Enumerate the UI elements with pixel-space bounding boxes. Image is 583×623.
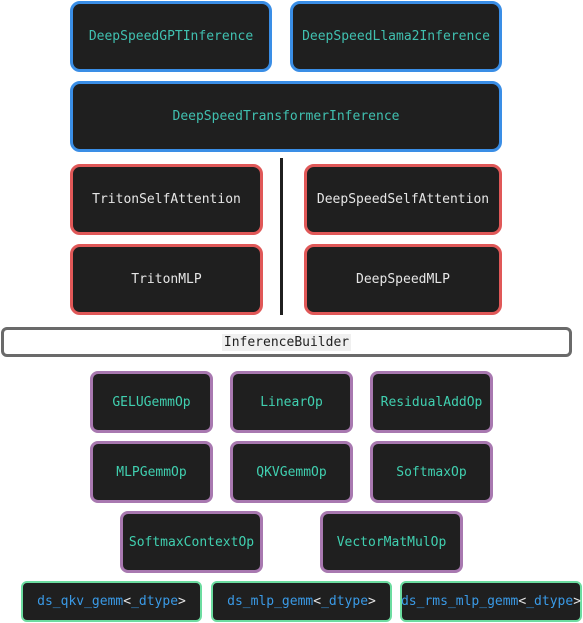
node-label: SoftmaxContextOp: [128, 534, 255, 550]
kernel-label: ds_mlp_gemm<_dtype>: [227, 594, 376, 609]
node-label: LinearOp: [260, 394, 323, 410]
deepspeed-transformer-inference-node: DeepSpeedTransformerInference: [70, 81, 502, 152]
node-label: GELUGemmOp: [112, 394, 191, 410]
softmax-op-node: SoftmaxOp: [370, 441, 493, 503]
ds-mlp-gemm-kernel-node: ds_mlp_gemm<_dtype>: [211, 581, 392, 622]
node-label: SoftmaxOp: [396, 464, 467, 480]
node-label: DeepSpeedGPTInference: [88, 29, 254, 44]
kernel-label: ds_qkv_gemm<_dtype>: [37, 594, 186, 609]
node-label: VectorMatMulOp: [336, 534, 447, 550]
node-label: DeepSpeedMLP: [356, 272, 450, 287]
deepspeed-gpt-inference-node: DeepSpeedGPTInference: [70, 1, 272, 72]
residual-add-op-node: ResidualAddOp: [370, 371, 493, 433]
node-label: ResidualAddOp: [380, 394, 483, 410]
ds-qkv-gemm-kernel-node: ds_qkv_gemm<_dtype>: [21, 581, 202, 622]
deepspeed-llama2-inference-node: DeepSpeedLlama2Inference: [290, 1, 502, 72]
node-label: DeepSpeedLlama2Inference: [302, 29, 490, 44]
qkv-gemm-op-node: QKVGemmOp: [230, 441, 353, 503]
node-label: TritonMLP: [131, 272, 202, 287]
kernel-label: ds_rms_mlp_gemm<_dtype>: [400, 594, 582, 609]
inference-builder-bar: InferenceBuilder: [1, 327, 572, 357]
gelu-gemm-op-node: GELUGemmOp: [90, 371, 213, 433]
implementation-divider: [280, 158, 283, 315]
vector-matmul-op-node: VectorMatMulOp: [320, 511, 463, 573]
linear-op-node: LinearOp: [230, 371, 353, 433]
triton-self-attention-node: TritonSelfAttention: [70, 164, 263, 235]
triton-mlp-node: TritonMLP: [70, 244, 263, 315]
builder-label: InferenceBuilder: [221, 333, 352, 351]
deepspeed-self-attention-node: DeepSpeedSelfAttention: [304, 164, 502, 235]
node-label: DeepSpeedSelfAttention: [316, 192, 490, 207]
softmax-context-op-node: SoftmaxContextOp: [120, 511, 263, 573]
ds-rms-mlp-gemm-kernel-node: ds_rms_mlp_gemm<_dtype>: [400, 581, 582, 622]
mlp-gemm-op-node: MLPGemmOp: [90, 441, 213, 503]
node-label: QKVGemmOp: [256, 464, 327, 480]
deepspeed-mlp-node: DeepSpeedMLP: [304, 244, 502, 315]
node-label: TritonSelfAttention: [92, 192, 241, 207]
node-label: MLPGemmOp: [116, 464, 187, 480]
node-label: DeepSpeedTransformerInference: [172, 109, 400, 124]
